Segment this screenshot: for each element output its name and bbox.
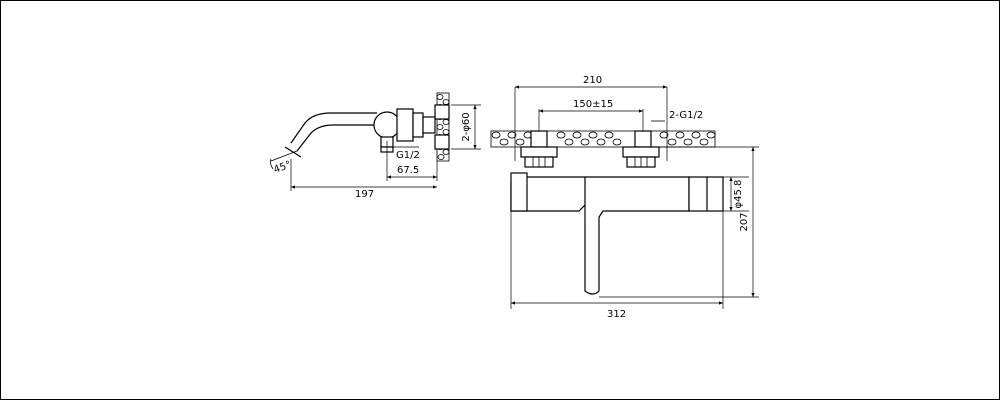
depth-label: 67.5	[397, 165, 419, 176]
wall-texture-front	[490, 130, 716, 148]
height-label: 207	[739, 212, 750, 231]
centers-label: 210	[583, 75, 602, 86]
spout-tip	[284, 146, 302, 158]
mixer-body	[584, 176, 690, 295]
mixer-body-circle	[373, 111, 401, 139]
center-range-label: 150±15	[573, 99, 613, 110]
handle-diameter-label: φ45.8	[733, 180, 744, 209]
side-view: 45° G1/2 2-φ60 67.5 197	[269, 92, 481, 200]
side-thread-label: G1/2	[396, 150, 420, 161]
inlet-label: 2-G1/2	[669, 110, 703, 121]
flange-diameter-label: 2-φ60	[461, 112, 472, 141]
spout	[290, 112, 377, 152]
width-label: 312	[607, 309, 626, 320]
angle-label: 45°	[272, 159, 292, 175]
length-label: 197	[355, 189, 374, 200]
handle	[688, 176, 724, 212]
front-view: 210 150±15 2-G1/2 φ45.8 207 312	[490, 75, 759, 320]
left-connector	[520, 146, 558, 158]
right-connector	[622, 146, 660, 158]
wall-texture-side	[434, 92, 450, 162]
